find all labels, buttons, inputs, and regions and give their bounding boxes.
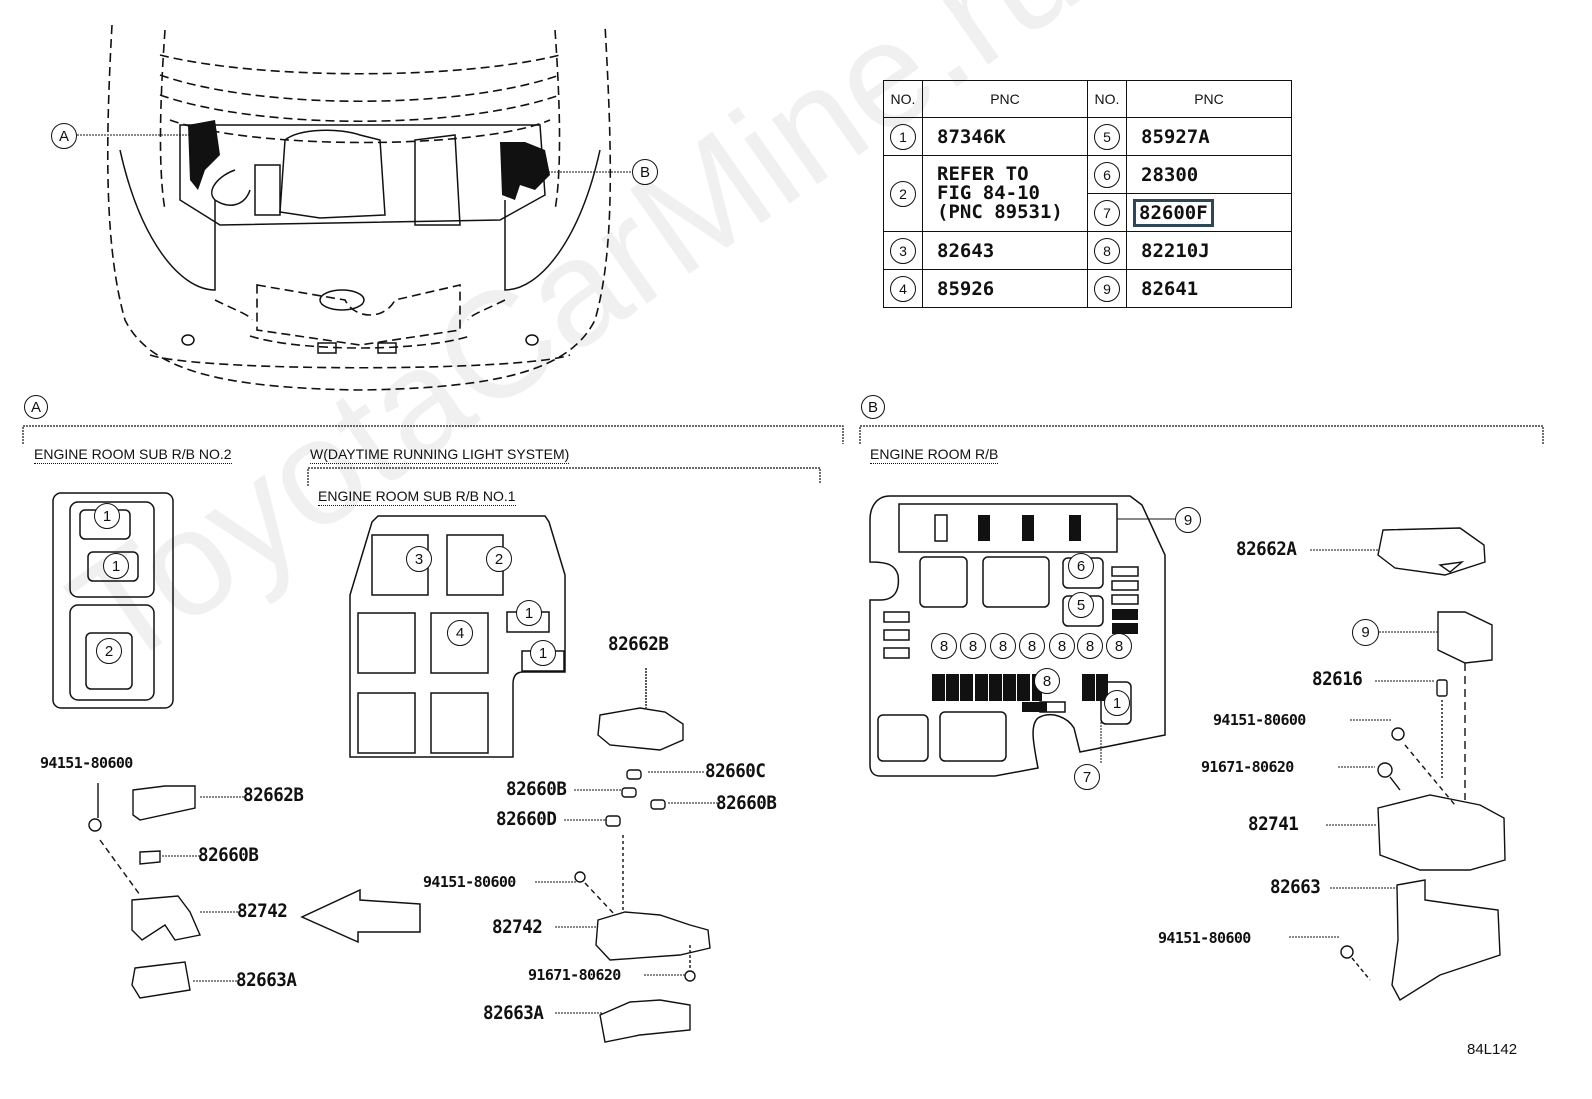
part-label-box[interactable]: 82741 bbox=[1248, 813, 1299, 835]
item-number: 9 bbox=[1094, 275, 1120, 302]
pnc-value[interactable]: 28300 bbox=[1126, 155, 1292, 194]
part-label-bracket[interactable]: 82663A bbox=[483, 1002, 544, 1024]
part-label-fuse[interactable]: 82660B bbox=[198, 844, 259, 866]
pnc-value[interactable]: 85926 bbox=[922, 269, 1088, 308]
item-number: 8 bbox=[1094, 237, 1120, 264]
slot-callout[interactable]: 1 bbox=[94, 503, 120, 529]
block-callout-9[interactable]: 9 bbox=[1175, 507, 1201, 533]
relay-callout-8[interactable]: 8 bbox=[1077, 633, 1103, 659]
table-row: 4 85926 9 82641 bbox=[883, 269, 1292, 308]
part-callout-block[interactable]: 9 bbox=[1352, 619, 1379, 646]
callout-b[interactable]: B bbox=[632, 159, 658, 185]
slot-callout-6[interactable]: 6 bbox=[1068, 553, 1094, 579]
part-label-cover[interactable]: 82662A bbox=[1236, 538, 1297, 560]
section-b-marker: B bbox=[861, 395, 885, 419]
part-label-fuse[interactable]: 82616 bbox=[1312, 668, 1363, 690]
part-label-clip[interactable]: 94151-80600 bbox=[423, 873, 516, 891]
relay-callout-8[interactable]: 8 bbox=[1049, 633, 1075, 659]
pnc-value-highlighted[interactable]: 82600F bbox=[1133, 198, 1214, 227]
slot-callout-1[interactable]: 1 bbox=[1104, 690, 1130, 716]
item-number: 4 bbox=[890, 275, 916, 302]
slot-callout[interactable]: 3 bbox=[406, 546, 432, 572]
part-label-cover[interactable]: 82662B bbox=[608, 633, 669, 655]
callout-a[interactable]: A bbox=[51, 123, 77, 149]
item-number: 2 bbox=[890, 180, 916, 207]
part-label-cover[interactable]: 82662B bbox=[243, 784, 304, 806]
part-label-fuse-b[interactable]: 82660B bbox=[716, 792, 777, 814]
slot-callout[interactable]: 2 bbox=[486, 546, 512, 572]
pnc-value[interactable]: 85927A bbox=[1126, 117, 1292, 156]
item-number: 1 bbox=[890, 123, 916, 150]
relay-callout-8[interactable]: 8 bbox=[990, 633, 1016, 659]
slot-callout[interactable]: 2 bbox=[96, 638, 122, 664]
table-row: 3 82643 8 82210J bbox=[883, 231, 1292, 270]
slot-callout-5[interactable]: 5 bbox=[1068, 592, 1094, 618]
engine-room-rb-title: ENGINE ROOM R/B bbox=[870, 446, 999, 464]
item-number: 7 bbox=[1094, 199, 1120, 226]
part-label-fuse-c[interactable]: 82660C bbox=[705, 760, 766, 782]
pnc-value[interactable]: 87346K bbox=[922, 117, 1088, 156]
slot-callout[interactable]: 1 bbox=[530, 640, 556, 666]
drl-system-title: W(DAYTIME RUNNING LIGHT SYSTEM) bbox=[310, 446, 570, 464]
part-label-box[interactable]: 82742 bbox=[492, 916, 543, 938]
part-label-clip[interactable]: 94151-80600 bbox=[1213, 711, 1306, 729]
item-number: 3 bbox=[890, 237, 916, 264]
table-row: 1 87346K 5 85927A bbox=[883, 117, 1292, 156]
figure-code: 84L142 bbox=[1467, 1041, 1518, 1058]
sub-rb-no2-title: ENGINE ROOM SUB R/B NO.2 bbox=[34, 446, 232, 464]
part-label-bolt[interactable]: 91671-80620 bbox=[528, 966, 621, 984]
part-label-clip[interactable]: 94151-80600 bbox=[40, 754, 133, 772]
part-label-bracket[interactable]: 82663 bbox=[1270, 876, 1321, 898]
fuse-callout-7[interactable]: 7 bbox=[1074, 764, 1100, 790]
pnc-value[interactable]: 82643 bbox=[922, 231, 1088, 270]
header-pnc-2: PNC bbox=[1126, 80, 1292, 118]
part-label-clip[interactable]: 94151-80600 bbox=[1158, 929, 1251, 947]
reference-line: (PNC 89531) bbox=[937, 201, 1063, 223]
item-number: 6 bbox=[1094, 161, 1120, 188]
pnc-table: NO. PNC NO. PNC 1 87346K 5 85927A 2 REFE… bbox=[883, 80, 1292, 308]
relay-callout-8[interactable]: 8 bbox=[1106, 633, 1132, 659]
pnc-value[interactable]: 82641 bbox=[1126, 269, 1292, 308]
slot-callout[interactable]: 4 bbox=[447, 620, 473, 646]
relay-callout-8[interactable]: 8 bbox=[931, 633, 957, 659]
reference-line: FIG 84-10 bbox=[937, 182, 1040, 204]
header-no-2: NO. bbox=[1087, 80, 1127, 118]
part-label-bracket[interactable]: 82663A bbox=[236, 969, 297, 991]
item-number: 5 bbox=[1094, 123, 1120, 150]
pnc-reference[interactable]: REFER TO FIG 84-10 (PNC 89531) bbox=[922, 155, 1088, 232]
part-label-bolt[interactable]: 91671-80620 bbox=[1201, 758, 1294, 776]
reference-line: REFER TO bbox=[937, 163, 1029, 185]
pnc-table-header: NO. PNC NO. PNC bbox=[883, 80, 1292, 118]
slot-callout[interactable]: 1 bbox=[516, 600, 542, 626]
relay-callout-8[interactable]: 8 bbox=[1034, 668, 1060, 694]
header-pnc: PNC bbox=[922, 80, 1088, 118]
section-a-marker: A bbox=[24, 395, 48, 419]
relay-callout-8[interactable]: 8 bbox=[960, 633, 986, 659]
slot-callout[interactable]: 1 bbox=[103, 553, 129, 579]
part-label-fuse-d[interactable]: 82660D bbox=[496, 808, 557, 830]
header-no: NO. bbox=[883, 80, 923, 118]
sub-rb-no1-title: ENGINE ROOM SUB R/B NO.1 bbox=[318, 488, 516, 506]
part-label-box[interactable]: 82742 bbox=[237, 900, 288, 922]
table-row: 2 REFER TO FIG 84-10 (PNC 89531) 6 28300 bbox=[883, 155, 1292, 232]
pnc-value[interactable]: 82210J bbox=[1126, 231, 1292, 270]
part-label-fuse-b[interactable]: 82660B bbox=[506, 778, 567, 800]
relay-callout-8[interactable]: 8 bbox=[1019, 633, 1045, 659]
